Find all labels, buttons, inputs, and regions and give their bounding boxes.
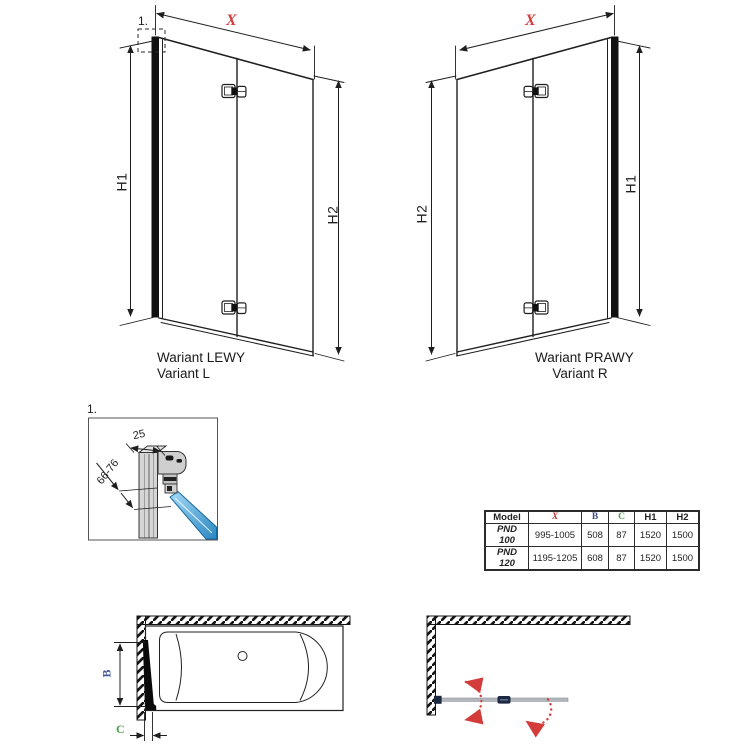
wall-profile-section [138, 452, 158, 539]
wall-top [136, 615, 351, 625]
wall-left [426, 615, 436, 716]
dimension-c-label: C [116, 722, 125, 736]
spec-table: Model X B C H1 H2 PND 100 995-1005 508 8… [484, 510, 700, 571]
bath-screen-plan [142, 640, 157, 710]
table-row: PND 120 1195-1205 608 87 1520 1500 [484, 546, 700, 571]
wall-top [426, 615, 631, 625]
cell-h1: 1520 [634, 546, 667, 571]
col-header-h2: H2 [666, 510, 700, 524]
col-header-c: C [608, 510, 635, 524]
cell-model: PND 100 [484, 523, 529, 547]
dimension-25-line [130, 445, 161, 454]
bathtub-basin [159, 631, 328, 703]
col-header-x: X [528, 510, 582, 524]
bathtub-plan-view [114, 615, 351, 741]
dimension-66-76-line [96, 462, 119, 491]
detail-callout-box [137, 28, 166, 53]
cell-h2: 1500 [666, 546, 700, 571]
dimension-h1-label: H1 [622, 174, 639, 194]
dimension-h1-label: H1 [113, 172, 130, 192]
cell-b: 508 [581, 523, 609, 547]
detail-drawing [88, 417, 218, 541]
door-swing-plan-view [426, 615, 631, 738]
left-variant-caption: Wariant LEWY Variant L [157, 350, 245, 382]
caption-line2: Variant R [552, 366, 608, 381]
col-header-h1: H1 [634, 510, 667, 524]
dimension-x-label: X [525, 12, 536, 29]
right-variant-caption: Wariant PRAWY Variant R [535, 350, 634, 382]
fold-swing-arc [464, 677, 484, 725]
left-elevation-drawing [120, 6, 344, 362]
cell-x: 1195-1205 [528, 546, 582, 571]
glass-clamp [157, 451, 187, 475]
caption-line2: Variant L [157, 366, 211, 381]
dimension-h2-label: H2 [324, 205, 341, 225]
cell-h1: 1520 [634, 523, 667, 547]
detail-marker-label: 1. [87, 402, 98, 416]
drain-icon [237, 651, 248, 661]
table-header-row: Model X B C H1 H2 [484, 510, 700, 524]
door-swing-arc [525, 698, 553, 738]
table-row: PND 100 995-1005 508 87 1520 1500 [484, 523, 700, 547]
col-header-model: Model [484, 510, 529, 524]
dimension-h2-label: H2 [413, 204, 430, 224]
cell-c: 87 [608, 546, 635, 571]
col-header-b: B [581, 510, 609, 524]
detail-callout-label: 1. [138, 14, 149, 28]
wall-bracket [434, 695, 442, 704]
cell-h2: 1500 [666, 523, 700, 547]
cell-x: 995-1005 [528, 523, 582, 547]
cell-b: 608 [581, 546, 609, 571]
dimension-b-label: B [99, 669, 114, 678]
cell-c: 87 [608, 523, 635, 547]
caption-line1: Wariant PRAWY [535, 350, 634, 365]
detail-width-label: 25 [131, 427, 147, 443]
right-elevation-drawing [426, 6, 650, 362]
dimension-x-label: X [226, 12, 237, 29]
cell-model: PND 120 [484, 546, 529, 571]
caption-line1: Wariant LEWY [157, 350, 246, 365]
